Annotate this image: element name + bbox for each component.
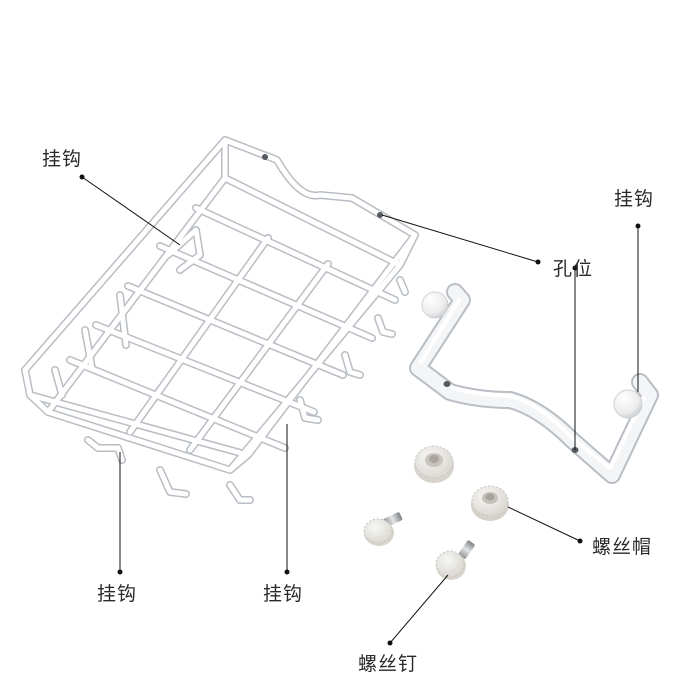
- leader-hole-basket: [381, 214, 539, 263]
- bracket-knob-right: [613, 389, 643, 419]
- label-hook-bottom-1: 挂钩: [97, 583, 138, 605]
- label-hook-bottom-2: 挂钩: [263, 583, 304, 605]
- screw-cap-1: [414, 445, 454, 483]
- basket-hole-left: [262, 154, 268, 160]
- bracket-knob-left: [421, 291, 449, 319]
- screw-cap-2: [471, 485, 509, 521]
- bracket-holder: [409, 283, 659, 484]
- label-hook-top-left: 挂钩: [42, 148, 83, 170]
- label-screw: 螺丝钉: [358, 653, 419, 675]
- wire-basket: [21, 136, 419, 504]
- leader-screw-cap: [507, 506, 581, 542]
- label-hook-right: 挂钩: [614, 188, 655, 210]
- leader-screw: [389, 574, 449, 644]
- label-screw-cap: 螺丝帽: [592, 536, 653, 558]
- basket-hole-right: [377, 212, 383, 218]
- leader-hook-top-left: [81, 176, 181, 246]
- leader-lines: [79, 174, 641, 646]
- screw-1: [363, 512, 403, 546]
- screw-2: [435, 540, 475, 580]
- label-hole-position: 孔位: [553, 258, 594, 280]
- bracket-hole-left: [443, 381, 451, 387]
